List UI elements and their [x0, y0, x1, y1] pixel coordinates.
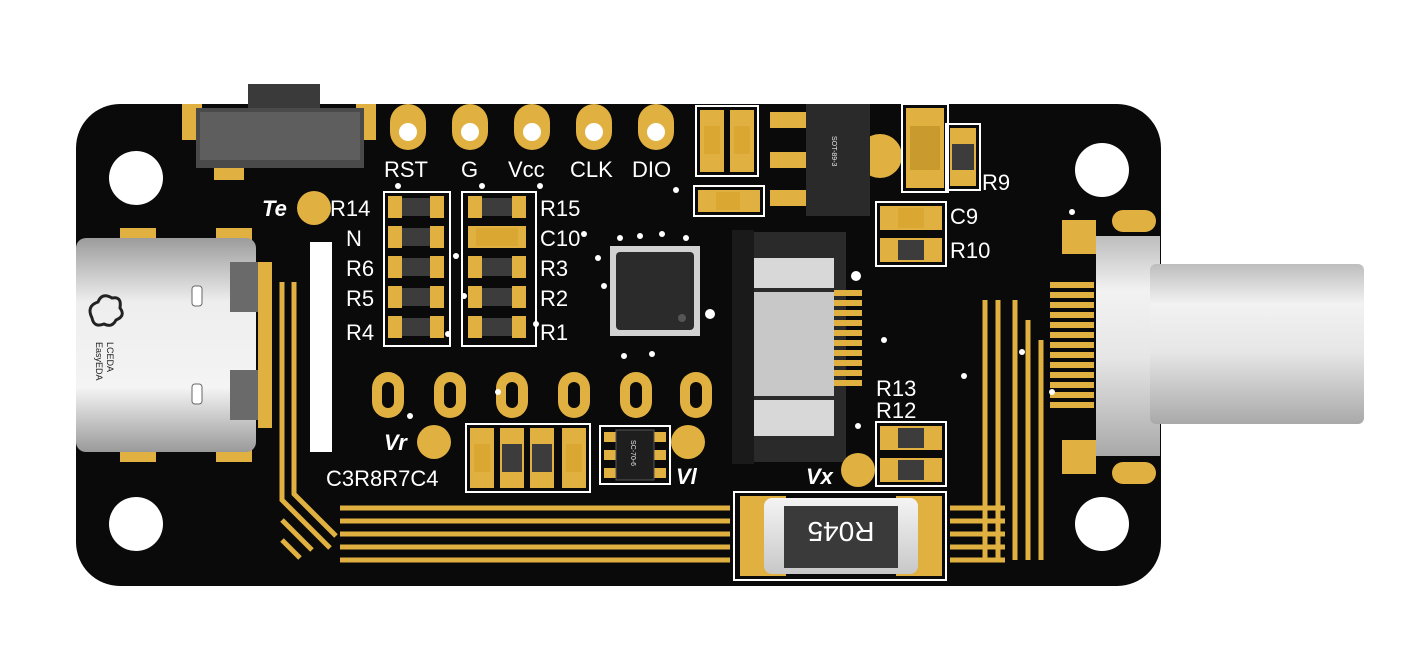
header-pad-holes: [399, 123, 665, 141]
label-r15: R15: [540, 196, 580, 221]
header-label-g: G: [461, 157, 478, 182]
shunt-label: R045: [808, 516, 875, 547]
diff-traces: [279, 282, 1044, 563]
bottom-component-group: [465, 423, 591, 493]
label-c10: C10: [540, 226, 580, 251]
small-ic-mark: SC-70-6: [629, 440, 636, 466]
testpoint-label-vx: Vx: [806, 464, 834, 489]
usb-c-right-plug: [1050, 210, 1364, 484]
left-resistor-column: [383, 191, 451, 347]
regulator-mark: SOT-89-3: [830, 136, 837, 166]
label-r1: R1: [540, 320, 568, 345]
label-r5: R5: [346, 286, 374, 311]
label-r10: R10: [950, 238, 990, 263]
label-r3: R3: [540, 256, 568, 281]
testpoint-vl[interactable]: [671, 425, 705, 459]
label-r4: R4: [346, 320, 374, 345]
usb-c-left-connector: [76, 228, 272, 462]
testpoint-vr[interactable]: [417, 425, 451, 459]
label-r9: R9: [982, 170, 1010, 195]
board-slot: [310, 242, 332, 452]
logo-text-lceda: LCEDA: [105, 342, 115, 372]
big-capacitor: [901, 103, 981, 193]
easyeda-logo: LCEDA EasyEDA: [88, 294, 124, 381]
label-r6: R6: [346, 256, 374, 281]
vias: [395, 183, 1075, 429]
logo-text-easyeda: EasyEDA: [94, 342, 104, 381]
label-n: N: [346, 226, 362, 251]
label-r13: R13: [876, 376, 916, 401]
qfn-chip: [610, 246, 700, 336]
header-label-rst: RST: [384, 157, 428, 182]
header-label-vcc: Vcc: [508, 157, 545, 182]
testpoint-label-vl: Vl: [676, 464, 698, 489]
mounting-holes: [109, 143, 1129, 551]
testpoint-label-te: Te: [262, 196, 287, 221]
testpoint-vx[interactable]: [841, 453, 875, 487]
shunt-resistor: R045: [733, 491, 947, 581]
r13-r12-group: [875, 421, 947, 487]
header-label-dio: DIO: [632, 157, 671, 182]
label-r14: R14: [330, 196, 370, 221]
sc70-ic: SC-70-6: [599, 425, 671, 485]
label-r2: R2: [540, 286, 568, 311]
right-resistor-column: [461, 191, 537, 347]
testpoint-te[interactable]: [297, 191, 331, 225]
fpc-connector: [732, 230, 862, 464]
top-caps: [693, 105, 765, 217]
slide-switch[interactable]: [182, 84, 376, 180]
label-r12: R12: [876, 398, 916, 423]
label-c9: C9: [950, 204, 978, 229]
sot89-regulator: SOT-89-3: [770, 104, 902, 216]
header-label-clk: CLK: [570, 157, 613, 182]
label-c3r8r7c4: C3R8R7C4: [326, 466, 439, 491]
testpoint-label-vr: Vr: [384, 430, 408, 455]
c9-r10-group: [875, 201, 947, 267]
